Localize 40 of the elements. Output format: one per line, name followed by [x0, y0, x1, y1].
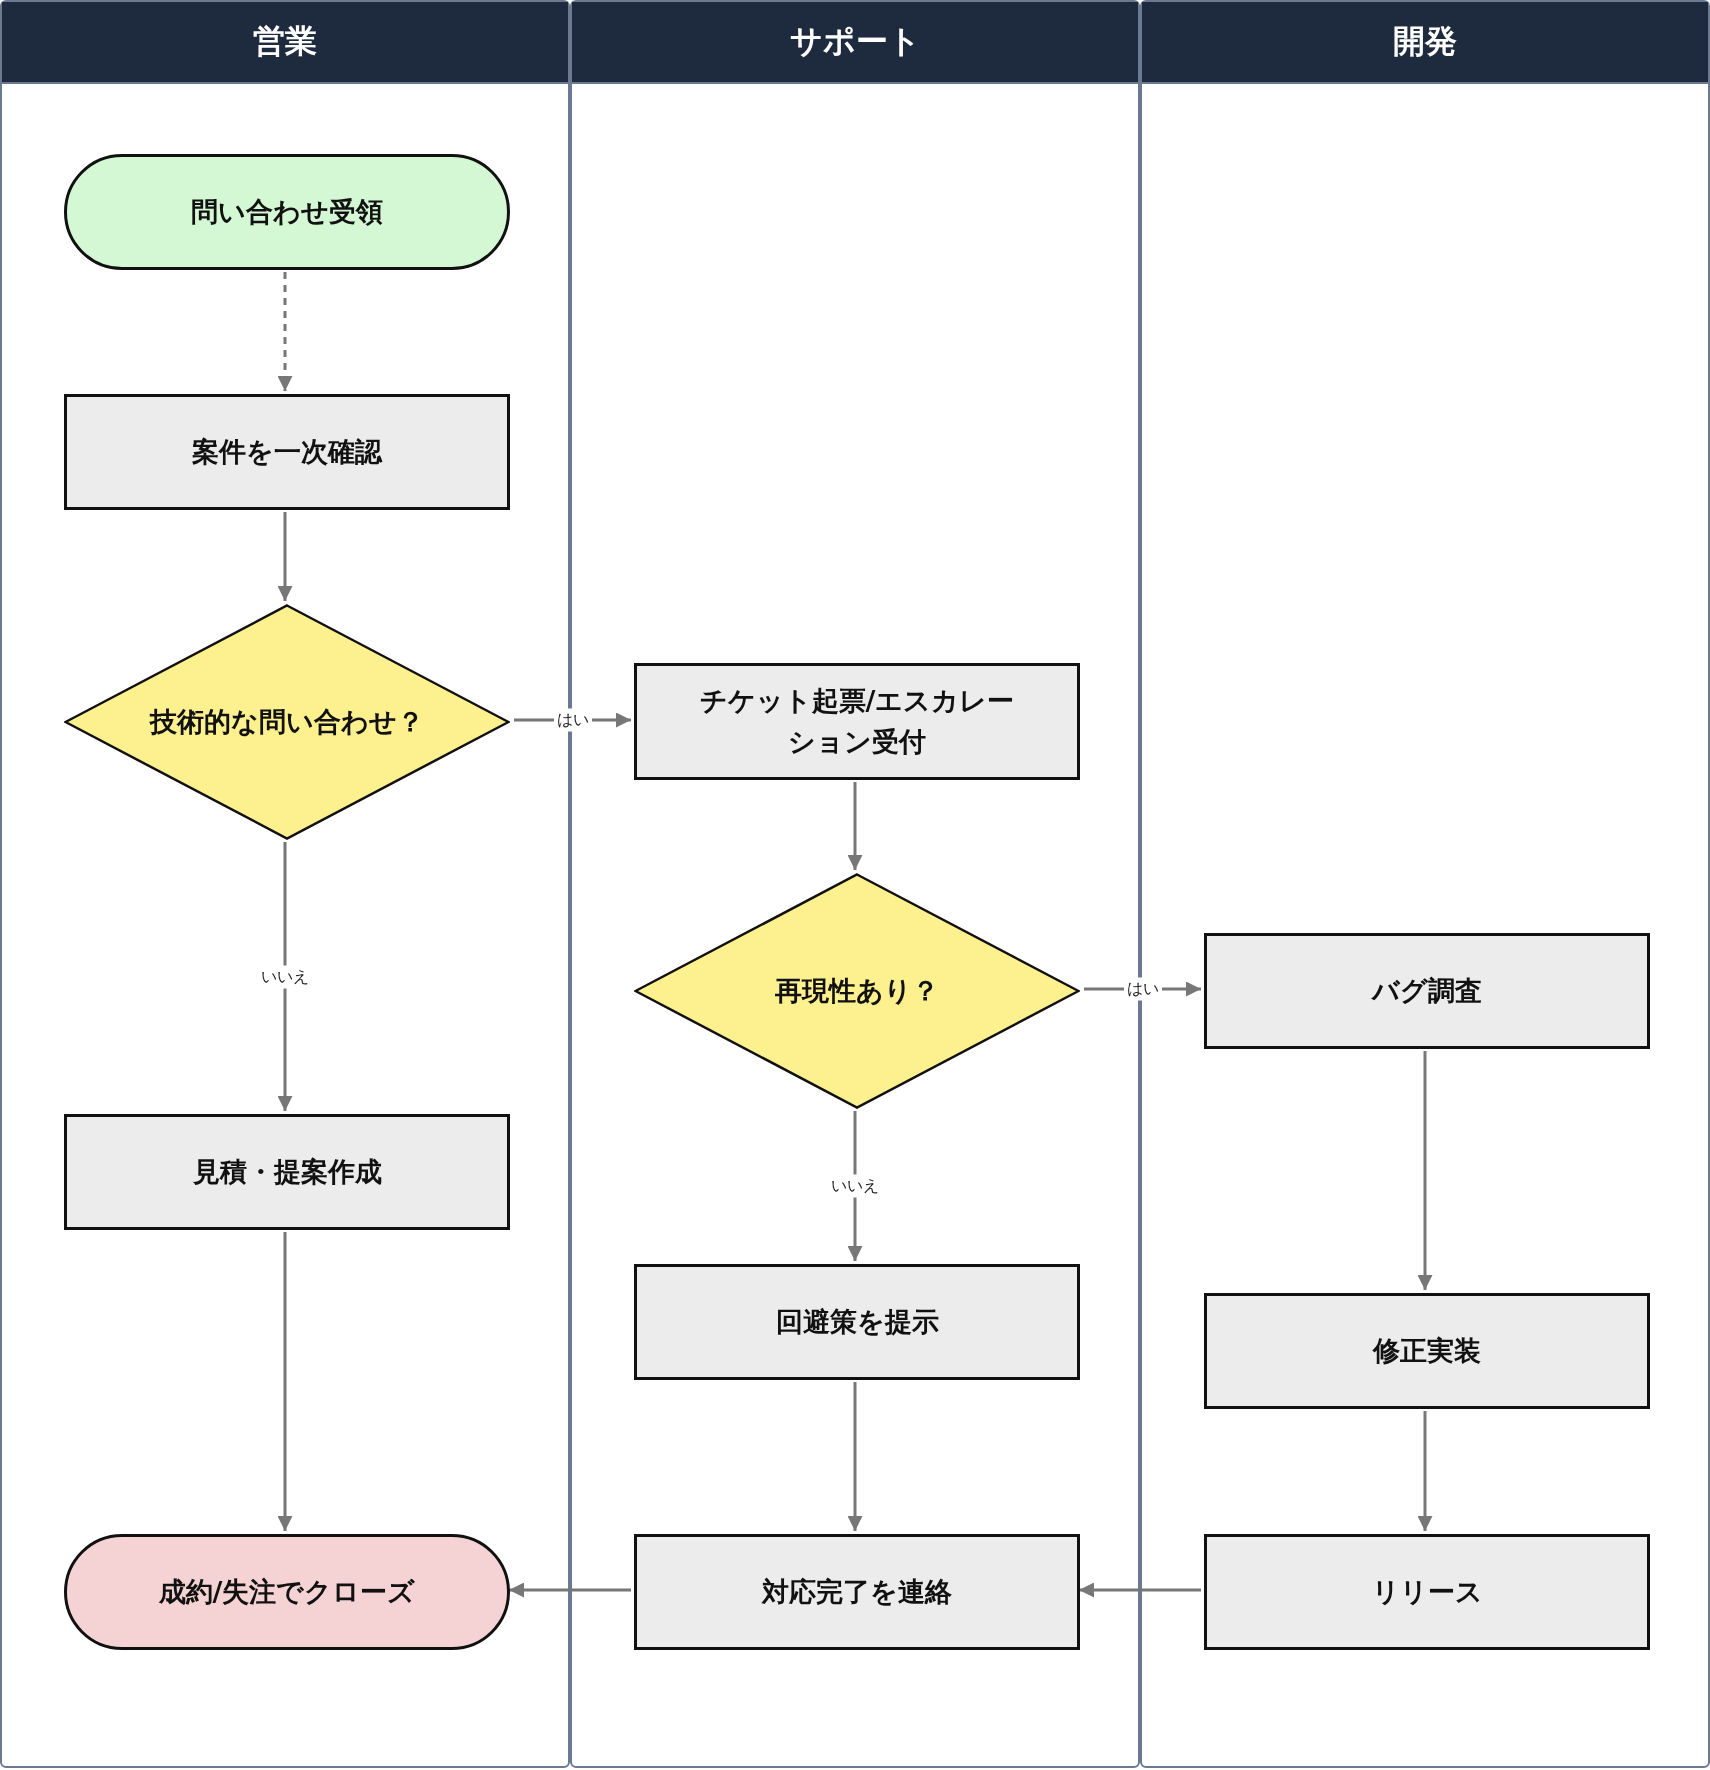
arrow [1417, 1411, 1433, 1531]
lane-header: サポート [572, 2, 1138, 84]
process-box [1204, 1534, 1650, 1650]
arrow [847, 782, 863, 870]
lane-header: 開発 [1142, 2, 1708, 84]
node-label: 回避策を提示 [774, 1304, 940, 1339]
process-box [634, 1534, 1080, 1650]
arrow [277, 272, 293, 391]
arrow [277, 842, 293, 1111]
node-label: 技術的な問い合わせ？ [148, 704, 425, 739]
decision-diamond [634, 873, 1080, 1109]
process-box [1204, 933, 1650, 1049]
lane-header: 営業 [2, 2, 568, 84]
node-label: 成約/失注でクローズ [157, 1574, 417, 1609]
arrow [509, 1582, 631, 1598]
node-label: リリース [1370, 1574, 1484, 1609]
node-label: 再現性あり？ [774, 973, 940, 1008]
process-box [64, 1114, 510, 1230]
process-box [1204, 1293, 1650, 1409]
swimlane [1140, 0, 1710, 1768]
arrow [847, 1382, 863, 1531]
process-box [634, 663, 1080, 780]
edge-label: はい [553, 708, 592, 732]
node-label: バグ調査 [1370, 973, 1483, 1008]
swimlane [0, 0, 570, 1768]
edge-label: はい [1123, 977, 1162, 1001]
arrow [1079, 1582, 1201, 1598]
process-box [634, 1264, 1080, 1380]
arrow [277, 1232, 293, 1531]
decision-diamond [64, 604, 510, 840]
node-label: 対応完了を連絡 [760, 1574, 953, 1609]
arrow [1417, 1051, 1433, 1290]
node-label: 修正実装 [1371, 1333, 1482, 1368]
node-label: チケット起票/エスカレーション受付 [698, 684, 1016, 759]
node-label: 見積・提案作成 [191, 1154, 383, 1189]
arrow [277, 512, 293, 601]
node-label: 問い合わせ受領 [190, 194, 384, 229]
node-label: 案件を一次確認 [191, 434, 384, 469]
process-box [64, 394, 510, 510]
swimlane [570, 0, 1140, 1768]
